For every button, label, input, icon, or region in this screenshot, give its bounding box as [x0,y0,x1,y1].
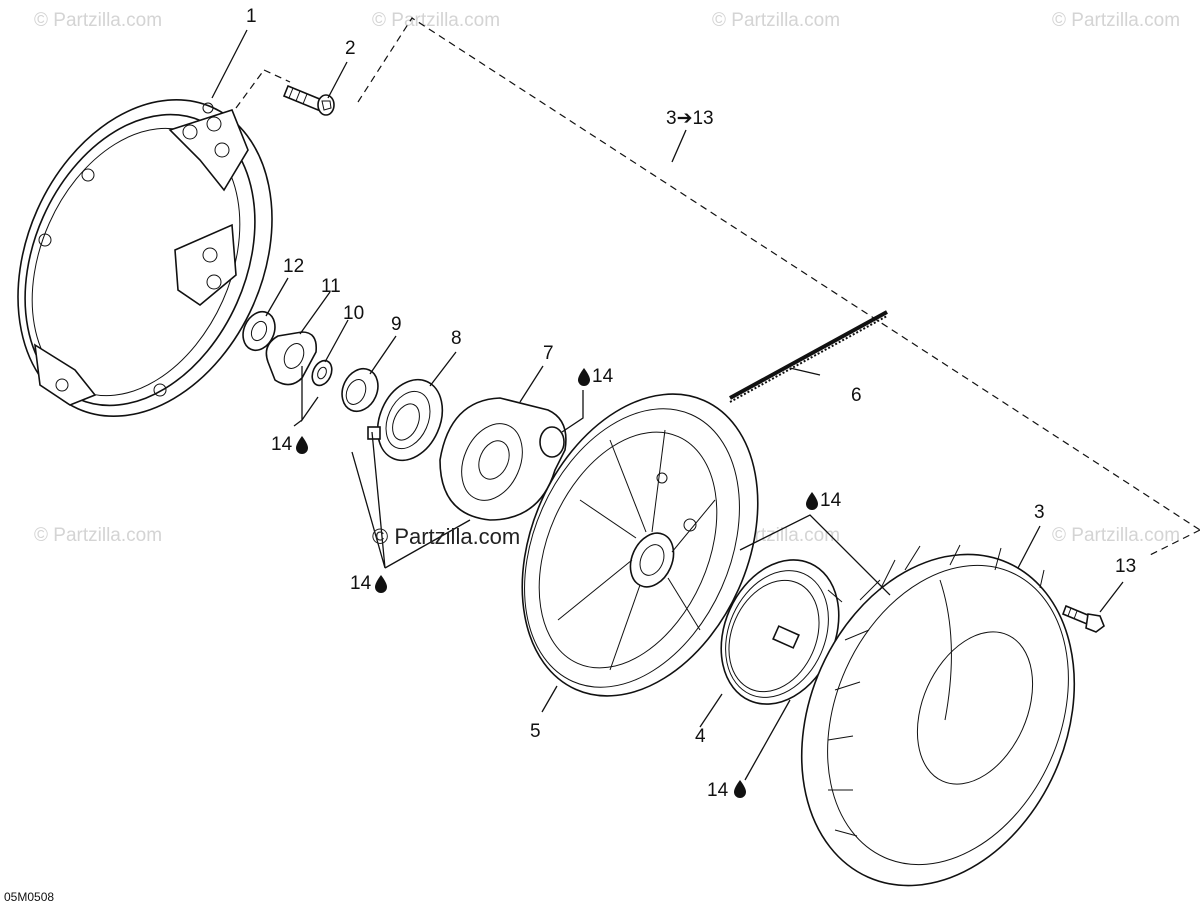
part-5-pulley [521,393,759,697]
watermark-top-1: © Partzilla.com [34,10,163,31]
callout-3: 3 [1034,502,1045,523]
callout-lube-b: 14 [271,434,293,455]
part-11-plate [265,331,318,386]
callout-lube-e: 14 [707,780,729,801]
part-1-housing-ring [17,99,273,417]
part-13-bolt [1061,604,1105,633]
watermark-top-3: © Partzilla.com [712,10,841,31]
callout-1: 1 [246,6,257,27]
watermark-center: © Partzilla.com [372,524,521,549]
diagram-code: 05M0508 [4,890,55,904]
callout-lube-c: 14 [820,490,842,511]
callout-2: 2 [345,38,356,59]
callout-6: 6 [851,385,862,406]
part-9-bushing [341,367,379,413]
part-4-recoil-spring [720,559,843,705]
callout-9: 9 [391,314,402,335]
callout-lube-a: 14 [592,366,614,387]
group-bracket-3-13 [235,17,1200,556]
callout-12: 12 [283,256,305,277]
part-6-rope [729,310,888,403]
leader-lines [211,29,1124,781]
callout-11: 11 [321,276,341,297]
part-10-washer [311,359,333,387]
callout-7: 7 [543,343,554,364]
callout-4: 4 [695,726,706,747]
callout-5: 5 [530,721,541,742]
part-7-cam [439,397,567,521]
part-2-bolt [282,84,335,116]
part-12-retainer [242,310,276,352]
callout-group-3-13: 3➔13 [666,108,714,129]
callout-lube-d: 14 [350,573,372,594]
oil-drop-icon [375,575,387,593]
part-8-spring [367,378,444,462]
watermark-mid-left: © Partzilla.com [34,525,163,546]
oil-drop-icon [734,780,746,798]
callout-13: 13 [1115,556,1137,577]
watermark-mid-right-2: © Partzilla.com [1052,525,1181,546]
callout-10: 10 [343,303,365,324]
watermark-top-4: © Partzilla.com [1052,10,1181,31]
oil-drop-icon [806,492,818,510]
part-3-cover [800,544,1076,887]
watermark-top-2: © Partzilla.com [372,10,501,31]
oil-drop-icon [578,368,590,386]
oil-drop-icon [296,436,308,454]
callout-8: 8 [451,328,462,349]
